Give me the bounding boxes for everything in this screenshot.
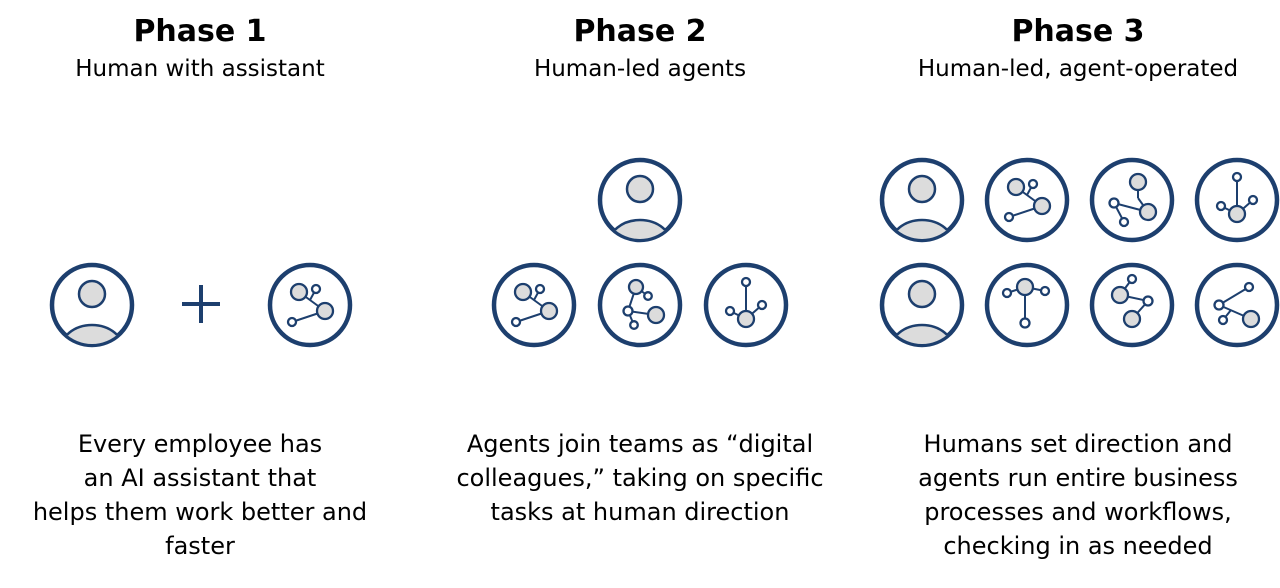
description-line: colleagues,” taking on specific [456,464,824,492]
person-icon [48,261,136,349]
person-icon [596,156,684,244]
agent-network-icon [490,261,578,349]
plus-icon [180,283,222,325]
description-line: checking in as needed [943,532,1213,560]
agent-network-icon [1193,156,1280,244]
agent-network-icon [1088,156,1176,244]
phase-2-description: Agents join teams as “digital colleagues… [440,427,840,529]
phase-2-title: Phase 2 [573,14,707,49]
agent-network-icon [596,261,684,349]
phase-3-title: Phase 3 [1011,14,1145,49]
agent-network-icon [983,261,1071,349]
agent-network-icon [266,261,354,349]
agent-network-icon [983,156,1071,244]
agent-network-icon [702,261,790,349]
description-line: faster [165,532,235,560]
description-line: tasks at human direction [490,498,790,526]
person-icon [878,261,966,349]
phase-3-subtitle: Human-led, agent-operated [917,56,1239,82]
description-line: processes and workflows, [924,498,1232,526]
phase-3-description: Humans set direction and agents run enti… [878,427,1278,563]
phase-2-subtitle: Human-led agents [533,56,747,82]
person-icon [878,156,966,244]
description-line: Agents join teams as “digital [466,430,814,458]
description-line: Every employee has [77,430,323,458]
phase-1-subtitle: Human with assistant [75,56,325,82]
phase-1-description: Every employee has an AI assistant that … [0,427,400,563]
description-line: agents run entire business [918,464,1238,492]
agent-network-icon [1193,261,1280,349]
phase-1-title: Phase 1 [133,14,267,49]
description-line: Humans set direction and [923,430,1233,458]
description-line: helps them work better and [32,498,368,526]
description-line: an AI assistant that [83,464,317,492]
agent-network-icon [1088,261,1176,349]
